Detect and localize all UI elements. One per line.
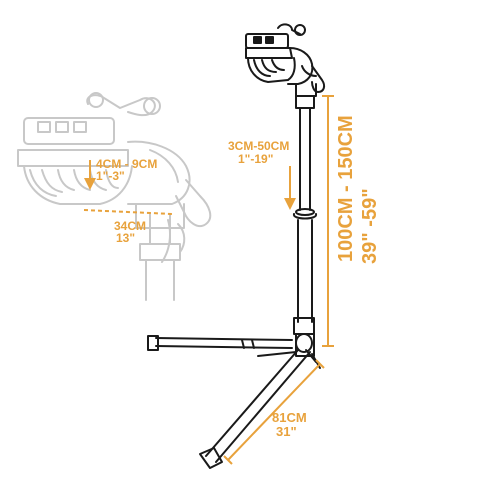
height-cm-label: 100CM - 150CM — [335, 115, 357, 262]
upper-tube — [293, 95, 317, 220]
leg-span-dimension: 81CM 31" — [223, 359, 325, 465]
leg-span-cm-label: 81CM — [272, 410, 307, 425]
height-in-label: 39" -59" — [359, 188, 381, 264]
clamp-range-dimension: 4CM - 9CM 1"-3" — [84, 157, 157, 190]
clamp-width-dimension: 34CM 13" — [83, 209, 173, 245]
clamp-range-in-label: 1"-3" — [96, 169, 125, 183]
front-leg — [199, 349, 321, 469]
lower-tube — [293, 219, 315, 357]
repair-stand — [147, 23, 326, 469]
clamp-width-in-label: 13" — [116, 231, 135, 245]
clamp-width-cm-label: 34CM — [114, 219, 146, 233]
leg-span-in-label: 31" — [276, 424, 297, 439]
extension-cm-label: 3CM-50CM — [228, 139, 289, 153]
height-dimension: 100CM - 150CM 39" -59" — [322, 95, 381, 347]
clamp-range-cm-label: 4CM - 9CM — [96, 157, 157, 171]
extension-in-label: 1"-19" — [238, 152, 273, 166]
clamp-detail-illustration — [17, 92, 212, 301]
extension-dimension: 3CM-50CM 1"-19" — [228, 139, 296, 210]
rear-leg — [147, 335, 293, 351]
clamp-head — [245, 23, 326, 97]
